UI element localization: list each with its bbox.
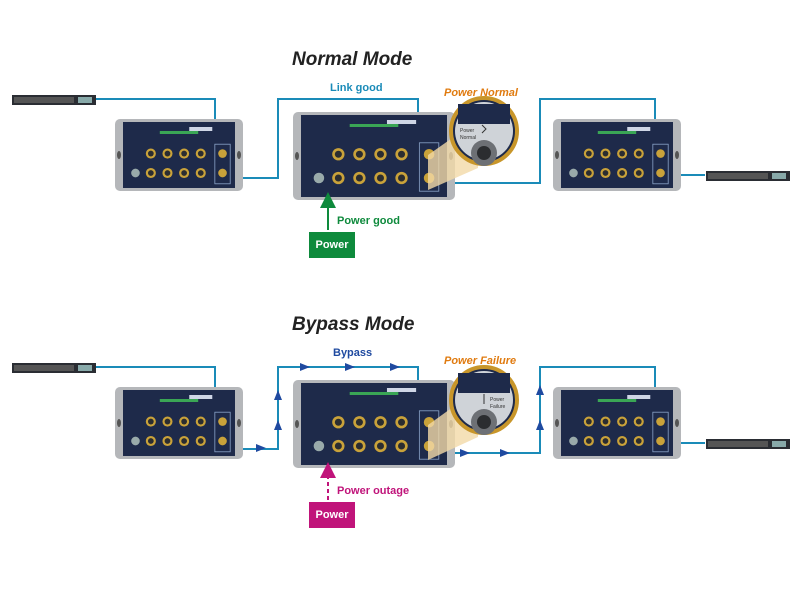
zoom-lens-icon: Power Normal — [428, 96, 519, 190]
zoom-label-bypass-2: Failure — [490, 404, 506, 410]
arrow-icon — [274, 390, 282, 400]
industrial-switch-icon — [553, 119, 681, 191]
power-failure-status: Power Failure — [444, 355, 517, 367]
arrow-icon — [390, 363, 400, 371]
arrow-icon — [500, 449, 510, 457]
rack-switch-icon — [706, 439, 790, 449]
power-normal-box: Power — [309, 232, 355, 258]
rack-switch-icon — [12, 95, 96, 105]
bypass-label: Bypass — [333, 347, 373, 359]
industrial-switch-icon — [293, 380, 455, 468]
industrial-switch-icon — [115, 119, 243, 191]
arrow-icon — [345, 363, 355, 371]
power-failure-box: Power — [309, 502, 355, 528]
industrial-switch-icon — [553, 387, 681, 459]
power-normal-status: Power Normal — [444, 87, 518, 99]
zoom-lens-icon: Power Failure — [428, 365, 519, 460]
arrow-icon — [536, 385, 544, 395]
zoom-label-bypass-1: Power — [490, 397, 505, 403]
arrow-icon — [256, 444, 266, 452]
arrow-icon — [460, 449, 470, 457]
bypass-mode-title: Bypass Mode — [292, 314, 415, 335]
arrow-icon — [274, 420, 282, 430]
rack-switch-icon — [706, 171, 790, 181]
arrow-icon — [536, 420, 544, 430]
normal-mode-title: Normal Mode — [292, 49, 413, 70]
arrow-icon — [300, 363, 310, 371]
zoom-label-normal-1: Power — [460, 128, 475, 134]
zoom-label-normal-2: Normal — [460, 135, 476, 141]
power-good-label: Power good — [337, 215, 400, 227]
link-good-label: Link good — [330, 82, 383, 94]
rack-switch-icon — [12, 363, 96, 373]
power-outage-label: Power outage — [337, 485, 410, 497]
industrial-switch-icon — [293, 112, 455, 200]
bypass-arrows — [256, 363, 544, 457]
industrial-switch-icon — [115, 387, 243, 459]
